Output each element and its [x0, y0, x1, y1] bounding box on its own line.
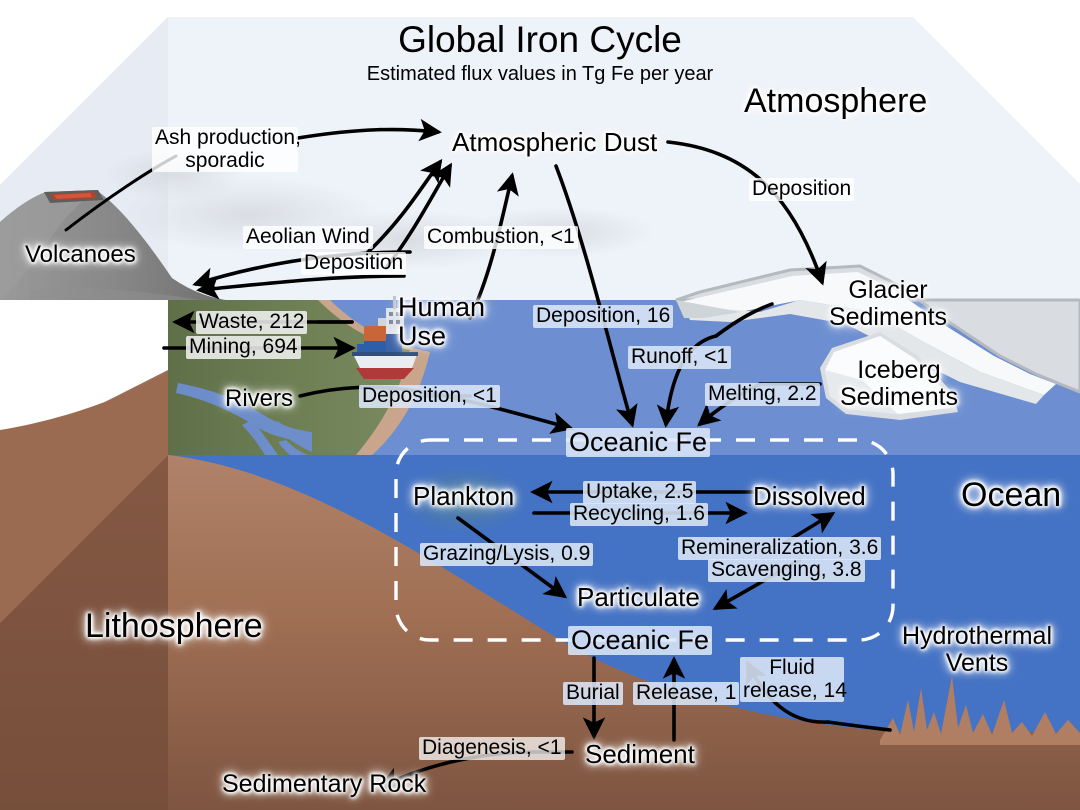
arrow-ash-production	[296, 118, 442, 142]
flux-uptake: Uptake, 2.5	[583, 480, 697, 504]
arrow-combustion	[468, 172, 519, 320]
volcano-illustration	[0, 190, 226, 300]
reservoir-sedimentary-rock: Sedimentary Rock	[222, 770, 427, 798]
reservoir-glacier-sediments: Glacier Sediments	[828, 276, 948, 331]
stub-runoff-source	[714, 302, 774, 338]
glacier-illustration	[675, 264, 1080, 404]
stub-vents-source	[826, 720, 892, 732]
reservoir-human-use: Human Use	[398, 292, 486, 352]
flux-recycling: Recycling, 1.6	[570, 502, 708, 526]
flux-river-deposition: Deposition, <1	[359, 384, 500, 408]
flux-diagenesis: Diagenesis, <1	[419, 736, 565, 760]
flux-burial: Burial	[563, 681, 623, 705]
reservoir-atmospheric-dust: Atmospheric Dust	[452, 127, 658, 157]
reservoir-hydrothermal-vents: Hydrothermal Vents	[901, 622, 1053, 677]
river-delta	[176, 383, 312, 455]
flux-remineralization: Remineralization, 3.6	[678, 536, 882, 560]
domain-label-atmosphere: Atmosphere	[744, 82, 928, 120]
reservoir-particulate: Particulate	[577, 582, 700, 612]
flux-combustion: Combustion, <1	[424, 225, 578, 249]
flux-waste: Waste, 212	[196, 310, 308, 334]
reservoir-oceanic-fe-lower: Oceanic Fe	[568, 625, 713, 656]
reservoir-sediment: Sediment	[585, 739, 695, 769]
flux-melting: Melting, 2.2	[705, 382, 820, 406]
iceberg-illustration	[820, 332, 958, 420]
flux-glacier-deposition: Deposition	[749, 177, 855, 201]
flux-mining: Mining, 694	[186, 335, 301, 359]
arrow-dust-deposition	[554, 164, 638, 428]
reservoir-plankton: Plankton	[413, 481, 515, 511]
page-subtitle: Estimated flux values in Tg Fe per year	[366, 63, 714, 85]
flux-grazing-lysis: Grazing/Lysis, 0.9	[420, 542, 594, 566]
flux-ash-production: Ash production, sporadic	[152, 126, 301, 173]
flux-runoff: Runoff, <1	[628, 345, 732, 369]
flux-dust-deposition: Deposition, 16	[533, 304, 674, 328]
flux-fluid-release: Fluid release, 14	[740, 656, 847, 703]
arrow-aeolian-deposition-2	[196, 274, 406, 300]
reservoir-oceanic-fe-upper: Oceanic Fe	[566, 427, 711, 458]
flux-aeolian-deposition: Deposition	[301, 251, 407, 275]
page-title: Global Iron Cycle	[398, 19, 682, 60]
flux-scavenging: Scavenging, 3.8	[708, 558, 865, 582]
cargo-ship-illustration	[352, 296, 418, 379]
domain-label-lithosphere: Lithosphere	[85, 607, 263, 645]
reservoir-dissolved: Dissolved	[753, 481, 866, 511]
flux-release: Release, 1	[633, 681, 740, 705]
domain-label-ocean: Ocean	[961, 476, 1062, 514]
reservoir-iceberg-sediments: Iceberg Sediments	[839, 356, 959, 411]
flux-aeolian-wind: Aeolian Wind	[243, 225, 373, 249]
reservoir-rivers: Rivers	[225, 385, 294, 412]
reservoir-volcanoes: Volcanoes	[25, 241, 136, 268]
